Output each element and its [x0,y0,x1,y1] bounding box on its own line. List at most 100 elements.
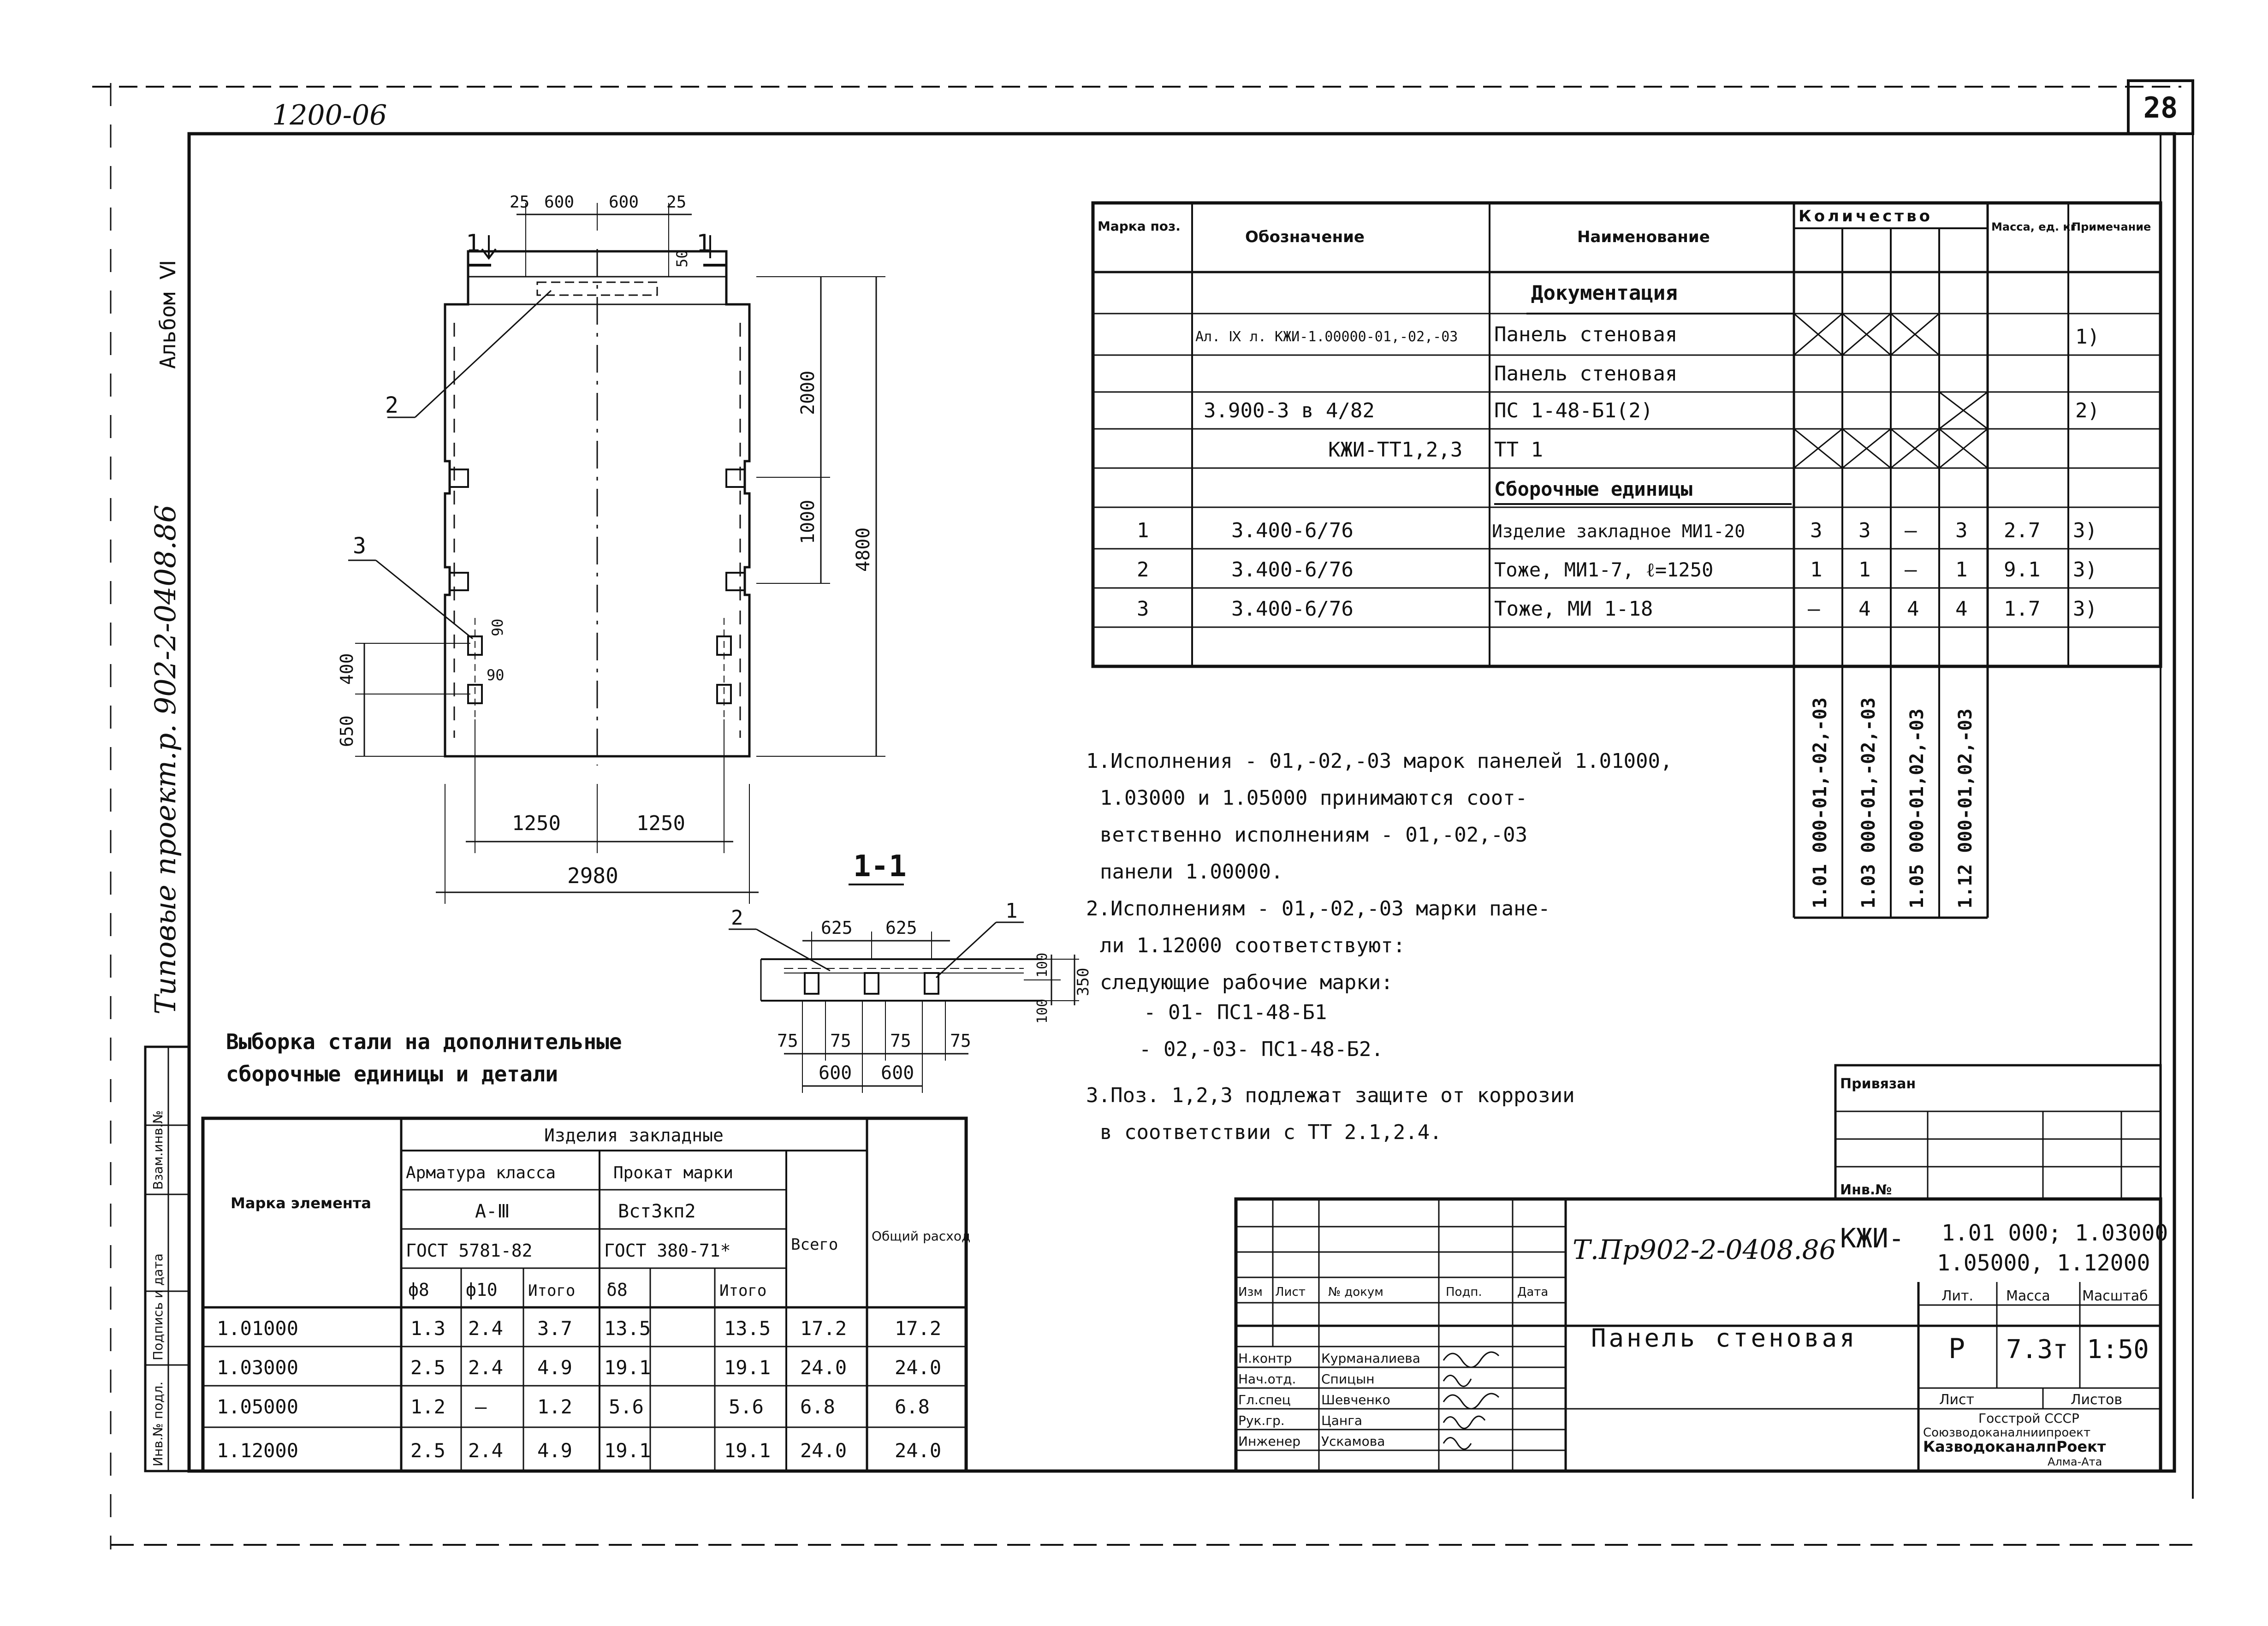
dim-4800: 4800 [853,528,874,572]
steel-r4-f10: 2.4 [468,1439,503,1462]
tb-org-3: КазводоканалпРоект [1923,1438,2106,1455]
tb-org-2: Союзводоканалниипроект [1923,1426,2090,1440]
spec-r1-name: Панель стеновая [1494,323,1677,346]
spec-r8-q4: 4 [1955,597,1968,621]
tb-lit-h: Лит. [1941,1288,1973,1304]
spec-r8-q2: 4 [1858,597,1871,621]
sec-dim-75b: 75 [830,1031,851,1051]
tb-role-2: Нач.отд. [1238,1371,1296,1387]
signatures [1443,1351,1500,1450]
side-project: Типовые проект.р. 902-2-0408.86 [148,504,182,1015]
sec-dim-75c: 75 [890,1031,911,1051]
sec-dim-600a: 600 [819,1062,852,1084]
spec-r8-mark: 3 [1137,597,1149,621]
tb-name-5: Ускамова [1321,1434,1385,1449]
dim-1250b: 1250 [636,812,685,835]
section-1-1: 1-1 625 625 2 1 100 100 350 [729,849,1092,1093]
spec-vlabel-3: 1.05 000-01,02,-03 [1906,709,1928,908]
steel-title-1: Выборка стали на дополнительные [226,1029,622,1054]
steel-r1-f10: 2.4 [468,1317,503,1340]
steel-h-class: А-Ⅲ [475,1201,510,1222]
tb-lit: Р [1948,1333,1965,1365]
steel-r2-total2: 19.1 [724,1356,771,1379]
spec-r6-note: 3) [2073,519,2097,542]
spec-r6-mark: 1 [1137,519,1149,542]
dim-top-25b: 25 [666,193,686,212]
tb-scale: 1:50 [2087,1335,2149,1365]
spec-r3-designation: 3.900-3 в 4/82 [1204,399,1375,422]
binding-title: Привязан [1840,1076,1916,1092]
binding-inv: Инв.№ [1840,1182,1892,1198]
side-stamp-replace: Взам.инв.№ [150,1110,166,1190]
spec-h-mark: Марка поз. [1098,219,1181,234]
steel-r2-overall: 24.0 [895,1356,941,1379]
title-codes-1: 1.01 000; 1.03000 [1941,1220,2168,1246]
steel-r2-f10: 2.4 [468,1356,503,1379]
steel-r3-total2: 5.6 [729,1395,764,1418]
spec-r0-name: Документация [1531,281,1678,305]
note-line-7: следующие рабочие марки: [1100,971,1393,994]
dim-2000: 2000 [797,371,819,415]
spec-h-note: Примечание [2072,220,2151,233]
sec-dim-75d: 75 [950,1031,971,1051]
spec-r7-mass: 9.1 [2004,558,2040,582]
steel-h-gost1: ГОСТ 5781-82 [406,1240,533,1261]
spec-r2-name: Панель стеновая [1494,362,1677,386]
steel-table: Выборка стали на дополнительные сборочны… [201,1029,970,1473]
steel-r2-mark: 1.03000 [217,1356,298,1379]
tb-org-4: Алма-Ата [2048,1455,2102,1468]
steel-r1-total1: 3.7 [537,1317,572,1340]
spec-r6-designation: 3.400-6/76 [1231,519,1354,542]
dim-650: 650 [337,715,357,747]
tb-org-1: Госстрой СССР [1978,1411,2079,1426]
spec-r7-designation: 3.400-6/76 [1231,558,1354,582]
steel-sub-d8: δ8 [606,1280,628,1300]
note-line-6: ли 1.12000 соответствуют: [1100,934,1405,957]
note-line-2: 1.03000 и 1.05000 принимаются соот- [1100,786,1527,810]
sec-dim-100b: 100 [1034,999,1051,1024]
sec-dim-75a: 75 [777,1031,798,1051]
spec-r3-name: ПС 1-48-Б1(2) [1494,399,1653,422]
tb-name-1: Курманалиева [1321,1351,1420,1366]
spec-r8-mass: 1.7 [2004,597,2040,621]
spec-r6-q3: — [1905,519,1917,542]
spec-r8-note: 3) [2073,597,2097,621]
steel-r3-f10: — [475,1395,487,1418]
title-block: Т.Пр902-2-0408.86 КЖИ- 1.01 000; 1.03000… [1234,1197,2168,1473]
note-line-3: ветственно исполнениям - 01,-02,-03 [1100,823,1527,847]
spec-h-name: Наименование [1577,228,1710,246]
steel-sub-f10: ф10 [466,1280,498,1300]
steel-h-products: Изделия закладные [544,1125,724,1145]
side-stamp-inv: Инв.№ подл. [150,1382,166,1466]
spec-table: Марка поз. Обозначение Наименование Коли… [1091,201,2162,919]
spec-vlabel-4: 1.12 000-01,02,-03 [1955,709,1976,908]
steel-r1-total2: 13.5 [724,1317,771,1340]
spec-h-designation: Обозначение [1245,228,1365,246]
dim-400: 400 [337,653,357,685]
steel-h-overall: Общий расход [872,1228,970,1244]
spec-r8-q3: 4 [1907,597,1919,621]
steel-r3-total1: 1.2 [537,1395,572,1418]
side-album: Альбом Ⅵ [155,260,180,369]
panel-elevation: 1 1 25 600 600 25 50 2000 1000 4800 400 … [337,193,885,904]
note-line-10: 3.Поз. 1,2,3 подлежат защите от коррозии [1086,1084,1575,1107]
spec-r5-name: Сборочные единицы [1494,478,1692,500]
tb-name-4: Цанга [1321,1413,1362,1428]
steel-sub-total2: Итого [719,1282,766,1300]
dim-1000: 1000 [797,500,819,544]
steel-h-total: Всего [791,1235,838,1254]
tb-name: Панель стеновая [1591,1323,1858,1353]
dim-top-600b: 600 [609,193,639,212]
notes: 1.Исполнения - 01,-02,-03 марок панелей … [1086,749,1673,1144]
dim-2980: 2980 [567,863,618,888]
spec-vlabel-1: 1.01 000-01,-02,-03 [1810,697,1831,908]
steel-sub-total1: Итого [528,1282,575,1300]
steel-r4-total2: 19.1 [724,1439,771,1462]
spec-r6-name: Изделие закладное МИ1-20 [1492,521,1745,541]
spec-r7-q2: 1 [1858,558,1871,582]
note-line-9: - 02,-03- ПС1-48-Б2. [1139,1038,1383,1061]
spec-h-mass: Масса, ед. кг [1991,220,2076,233]
steel-r4-d8: 19.1 [604,1439,651,1462]
tb-col-sign: Подп. [1446,1285,1482,1299]
